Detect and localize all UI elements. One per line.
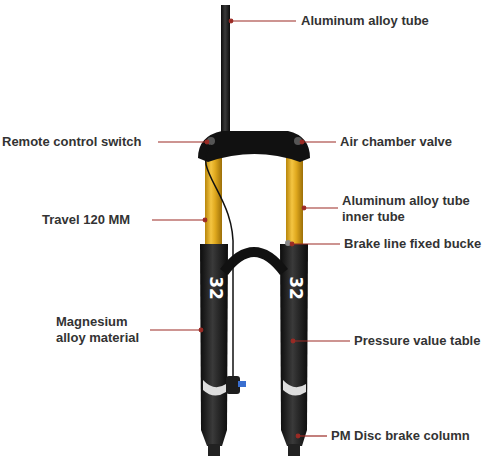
remote-cable <box>205 145 233 378</box>
callout-label: Magnesium alloy material <box>56 314 151 346</box>
lower-leg-left <box>200 244 228 446</box>
leader-dot <box>296 434 300 438</box>
callout-label: Air chamber valve <box>340 134 498 150</box>
logo-swoosh <box>283 380 306 396</box>
dropout-left <box>208 444 220 456</box>
remote-lever-accent <box>238 381 246 387</box>
leader-line <box>150 329 201 330</box>
leg-decal: 32 <box>207 276 225 300</box>
leader-line <box>152 219 205 220</box>
leader-line <box>293 340 350 341</box>
leader-dot <box>290 242 294 246</box>
leader-line <box>231 20 296 21</box>
leader-lines <box>150 19 350 438</box>
leader-dot <box>205 140 209 144</box>
callout-label: Aluminum alloy tube inner tube <box>342 193 492 225</box>
leader-line <box>298 435 327 436</box>
leader-line <box>158 141 207 142</box>
callout-label: Remote control switch <box>2 134 158 150</box>
leader-dot <box>229 19 233 23</box>
lower-leg-right <box>280 244 308 446</box>
leader-dot <box>302 206 306 210</box>
callout-label: PM Disc brake column <box>331 428 497 444</box>
leader-dot <box>300 140 304 144</box>
logo-swoosh <box>203 380 226 396</box>
leader-line <box>304 207 338 208</box>
leader-dot <box>203 218 207 222</box>
steerer-tube <box>221 5 230 133</box>
callout-label: Brake line fixed bucke <box>344 236 500 252</box>
leader-dot <box>291 339 295 343</box>
fork-crown <box>198 131 310 162</box>
callout-label: Travel 120 MM <box>42 212 152 228</box>
leg-decal: 32 <box>287 276 305 300</box>
callout-label: Pressure value table <box>354 333 500 349</box>
leader-line <box>292 243 340 244</box>
leader-line <box>302 141 336 142</box>
stanchion-right <box>286 156 303 248</box>
callout-label: Aluminum alloy tube <box>301 13 491 29</box>
remote-lever <box>226 376 240 394</box>
dropout-right <box>288 444 300 456</box>
leader-dot <box>199 328 203 332</box>
